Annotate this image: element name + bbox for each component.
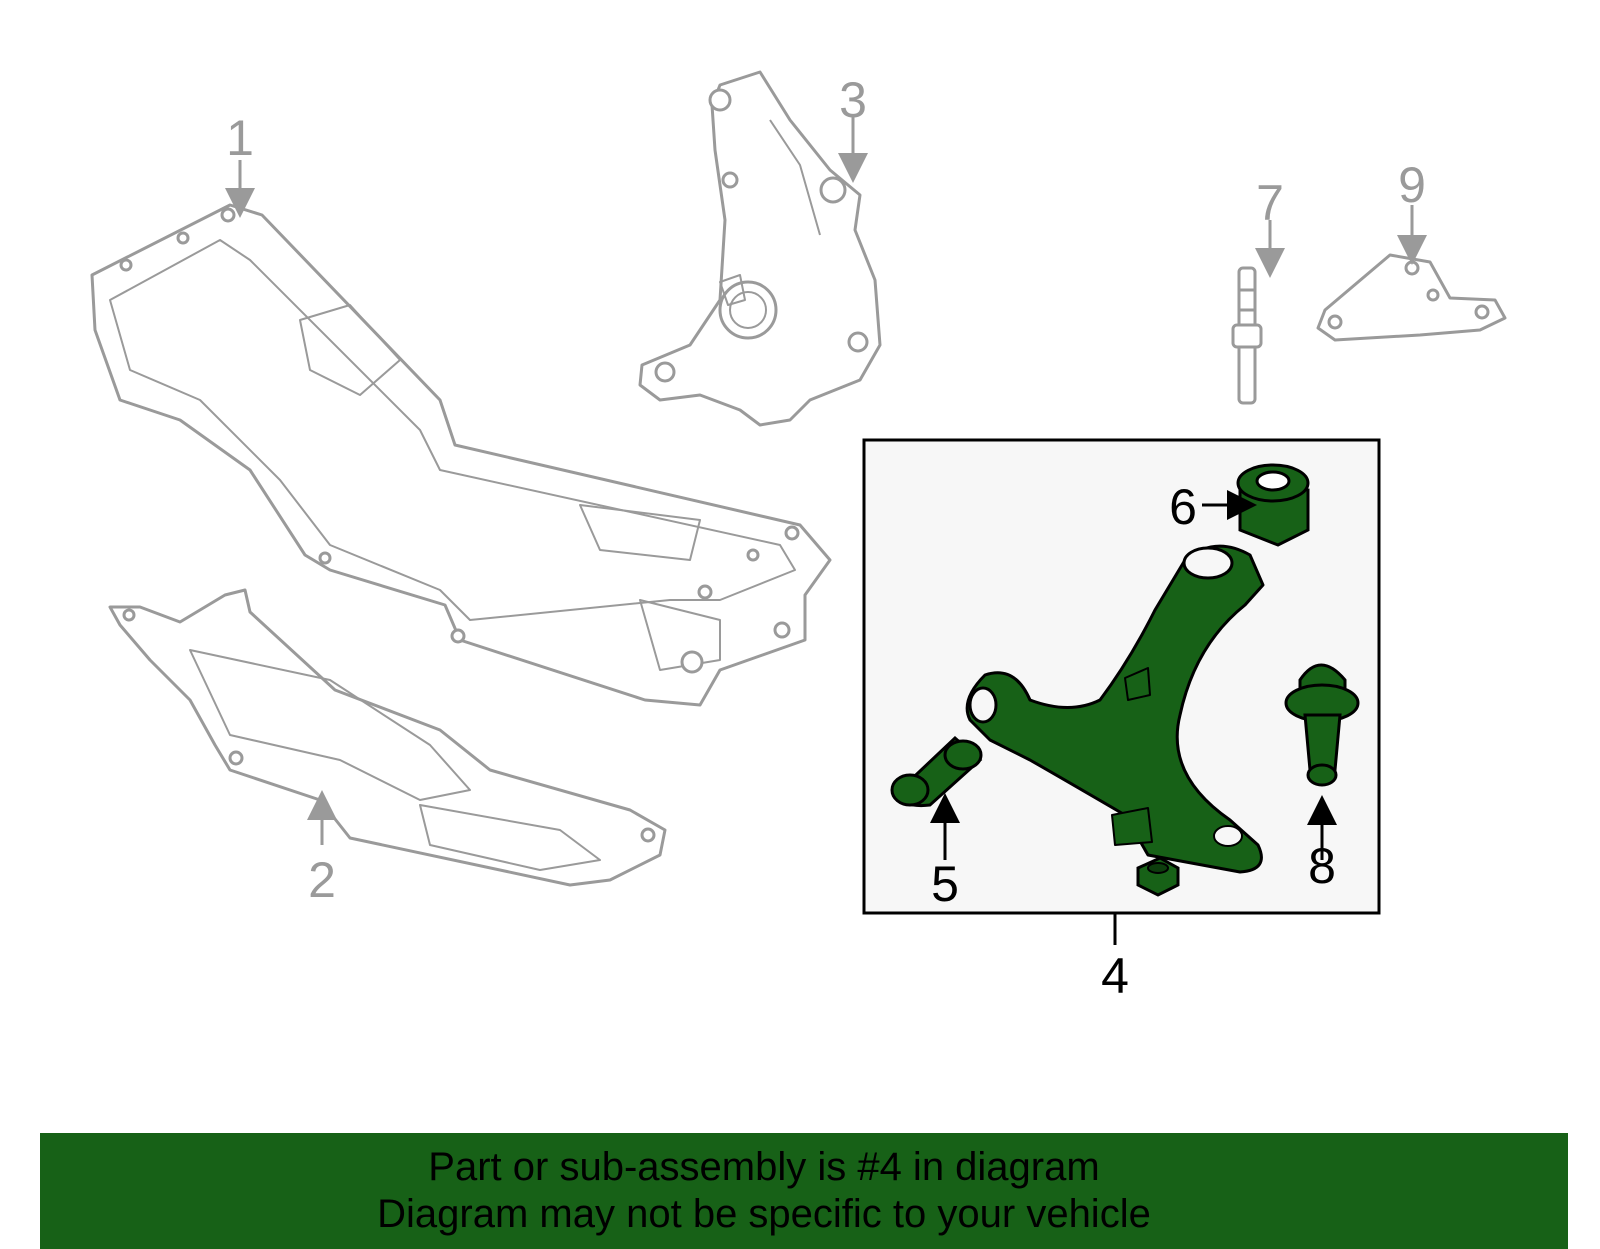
callout-8: 8 — [1308, 838, 1336, 894]
callout-2: 2 — [308, 852, 336, 908]
part-7-stud — [1231, 266, 1263, 405]
nut — [1136, 856, 1180, 897]
part-6-bushing — [1236, 463, 1310, 547]
callout-9: 9 — [1398, 157, 1426, 213]
leader-lines — [225, 115, 1427, 945]
part-2-reinforcement-plate — [108, 588, 667, 887]
callout-7: 7 — [1256, 175, 1284, 231]
callout-1: 1 — [226, 110, 254, 166]
part-1-crossmember — [90, 203, 832, 707]
part-8-ball-joint — [1284, 663, 1360, 787]
callout-5: 5 — [931, 856, 959, 912]
info-banner: Part or sub-assembly is #4 in diagram Di… — [40, 1133, 1568, 1249]
callout-6: 6 — [1169, 479, 1197, 535]
part-5-bushing — [890, 735, 983, 807]
part-9-bracket — [1316, 253, 1507, 342]
part-4-control-arm — [965, 544, 1265, 874]
callout-3: 3 — [839, 72, 867, 128]
callout-4: 4 — [1101, 948, 1129, 1004]
part-3-steering-knuckle — [638, 70, 882, 427]
banner-line-1: Part or sub-assembly is #4 in diagram — [428, 1145, 1100, 1189]
banner-line-2: Diagram may not be specific to your vehi… — [377, 1192, 1151, 1236]
